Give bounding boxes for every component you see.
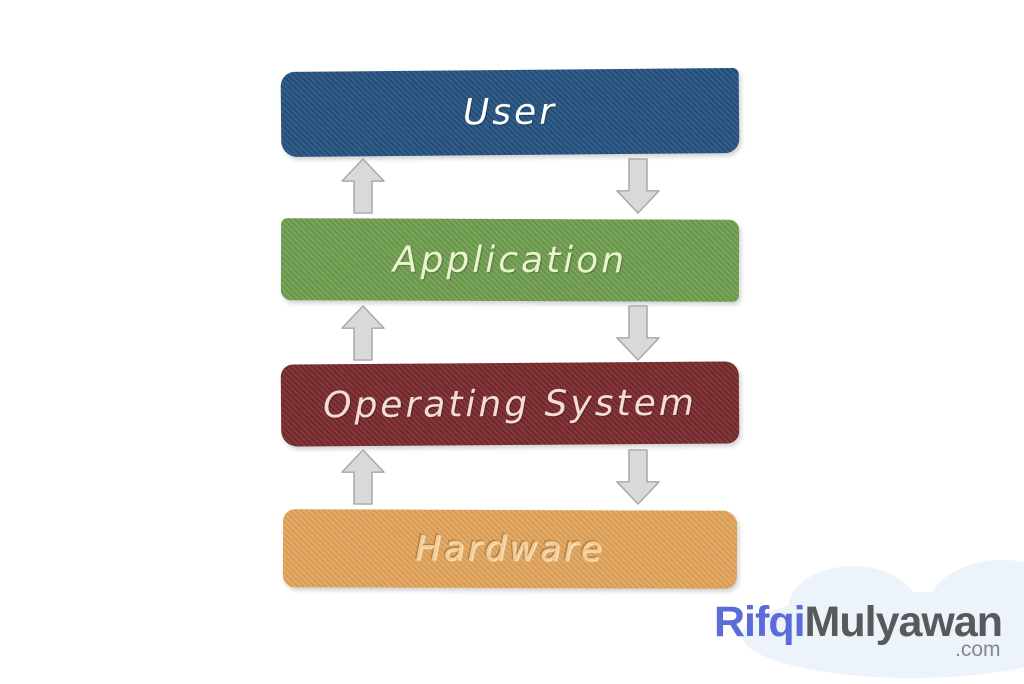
layer-label-hardware: Hardware — [415, 528, 605, 570]
layer-label-user: User — [462, 91, 558, 134]
layer-box-operating-system: Operating System — [280, 361, 740, 447]
down-arrow-icon — [614, 448, 662, 506]
down-arrow-icon — [614, 157, 662, 215]
layer-box-user: User — [280, 68, 740, 157]
layer-box-application: Application — [280, 218, 740, 302]
watermark-brand-second: Mulyawan — [804, 598, 1003, 646]
layer-label-application: Application — [392, 239, 628, 281]
watermark-tld: .com — [955, 638, 1001, 661]
watermark-brand-first: Rifqi — [714, 598, 806, 646]
layer-label-operating-system: Operating System — [323, 382, 697, 426]
down-arrow-icon — [614, 304, 662, 362]
watermark-brand: RifqiMulyawan — [714, 598, 1003, 647]
layer-box-hardware: Hardware — [282, 509, 738, 589]
watermark-cloud — [788, 566, 918, 652]
up-arrow-icon — [339, 448, 387, 506]
up-arrow-icon — [339, 157, 387, 215]
up-arrow-icon — [339, 304, 387, 362]
